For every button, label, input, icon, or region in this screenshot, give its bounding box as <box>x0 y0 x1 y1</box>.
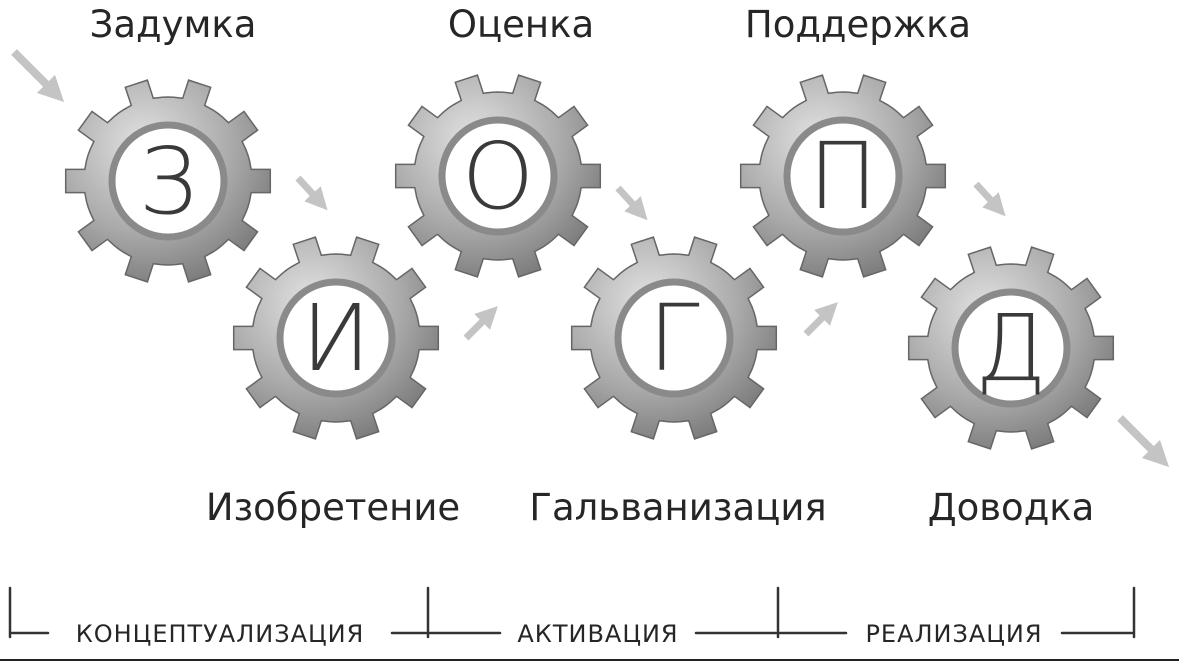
arrow-p-to-d-icon <box>973 181 1006 217</box>
stage-label-podderzhka: Поддержка <box>745 3 971 46</box>
stage-label-otsenka: Оценка <box>448 3 594 46</box>
gear-letter-p: П <box>808 123 877 230</box>
gear-letter-d: Д <box>975 295 1046 402</box>
arrow-g-to-p-icon <box>803 302 838 337</box>
gear-letter-g: Г <box>648 285 699 392</box>
phase-label-realizaciya: РЕАЛИЗАЦИЯ <box>865 620 1042 648</box>
phase-label-konceptualizaciya: КОНЦЕПТУАЛИЗАЦИЯ <box>76 620 365 648</box>
gear-p: П <box>739 74 947 278</box>
arrow-o-to-g-icon <box>615 185 648 221</box>
flow-arrows <box>11 49 1170 468</box>
gear-d: Д <box>907 246 1115 450</box>
arrow-in-icon <box>11 49 65 103</box>
gear-g: Г <box>570 236 778 440</box>
gear-z: З <box>64 79 272 283</box>
gear-i: И <box>232 236 440 440</box>
gear-o: О <box>394 74 602 278</box>
phase-label-aktivaciya: АКТИВАЦИЯ <box>517 620 678 648</box>
gear-letter-o: О <box>462 123 534 230</box>
arrow-z-to-i-icon <box>295 175 328 211</box>
stage-label-galvanizatsiya: Гальванизация <box>529 486 826 529</box>
stage-label-zadumka: Задумка <box>90 3 257 46</box>
gear-letter-i: И <box>301 285 370 392</box>
arrow-i-to-o-icon <box>463 306 498 341</box>
gear-letter-z: З <box>139 128 198 235</box>
stage-label-izobretenie: Изобретение <box>206 486 460 529</box>
arrow-out-icon <box>1117 415 1170 468</box>
phase-timeline: КОНЦЕПТУАЛИЗАЦИЯ АКТИВАЦИЯ РЕАЛИЗАЦИЯ <box>8 586 1136 648</box>
stage-label-dovodka: Доводка <box>928 486 1095 529</box>
